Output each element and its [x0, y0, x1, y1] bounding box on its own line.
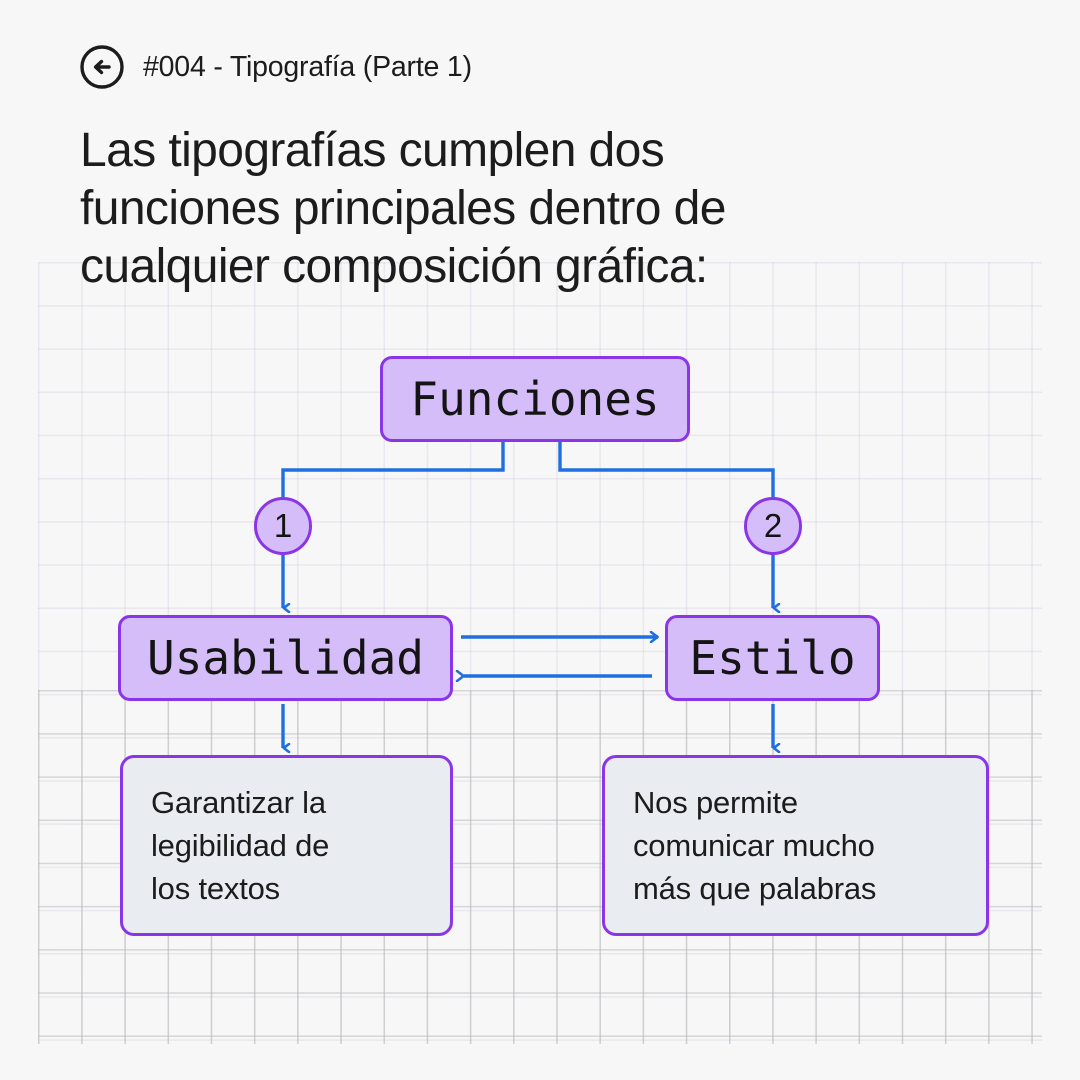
node-funciones-label: Funciones [410, 372, 660, 426]
connector-root-to-two [558, 442, 775, 500]
description-estilo-text: Nos permite comunicar mucho más que pala… [633, 781, 876, 910]
description-estilo-line-2: comunicar mucho [633, 828, 875, 863]
header: #004 - Tipografía (Parte 1) [78, 43, 472, 91]
arrow-left-circle-icon[interactable] [78, 43, 126, 91]
heading-line-3: cualquier composición gráfica: [80, 240, 708, 293]
node-estilo[interactable]: Estilo [665, 615, 880, 701]
description-usabilidad-line-2: legibilidad de [151, 828, 330, 863]
description-estilo-line-3: más que palabras [633, 871, 877, 906]
heading-line-2: funciones principales dentro de [80, 182, 726, 235]
page-heading: Las tipografías cumplen dos funciones pr… [80, 122, 940, 296]
description-estilo-line-1: Nos permite [633, 785, 798, 820]
node-funciones[interactable]: Funciones [380, 356, 690, 442]
node-usabilidad-label: Usabilidad [147, 631, 424, 685]
heading-line-1: Las tipografías cumplen dos [80, 124, 665, 177]
description-usabilidad-line-1: Garantizar la [151, 785, 326, 820]
node-estilo-label: Estilo [689, 631, 856, 685]
branch-number-1[interactable]: 1 [254, 497, 312, 555]
description-usabilidad-line-3: los textos [151, 871, 280, 906]
header-title: #004 - Tipografía (Parte 1) [143, 50, 472, 83]
branch-number-2[interactable]: 2 [744, 497, 802, 555]
node-usabilidad[interactable]: Usabilidad [118, 615, 453, 701]
description-usabilidad[interactable]: Garantizar la legibilidad de los textos [120, 755, 453, 936]
branch-number-1-label: 1 [273, 507, 293, 544]
branch-number-2-label: 2 [763, 507, 783, 544]
description-estilo[interactable]: Nos permite comunicar mucho más que pala… [602, 755, 989, 936]
description-usabilidad-text: Garantizar la legibilidad de los textos [151, 781, 329, 910]
connector-root-to-one [281, 442, 505, 500]
